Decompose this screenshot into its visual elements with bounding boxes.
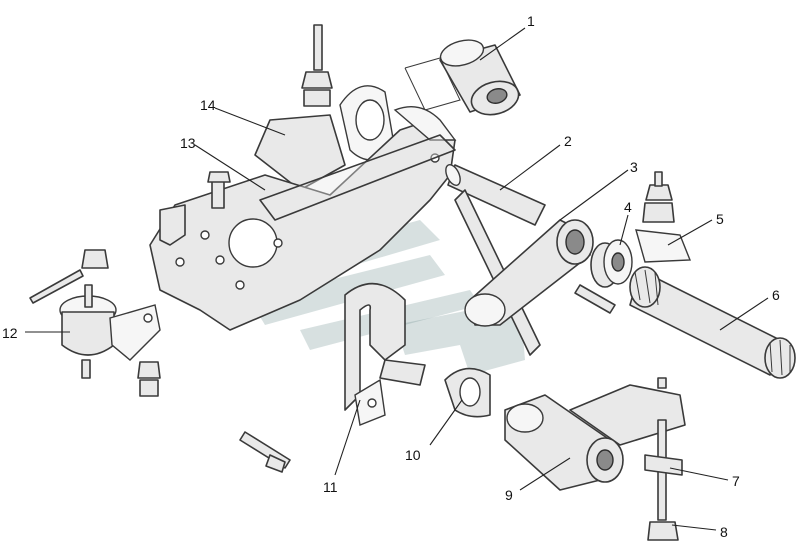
callout-13: 13 [180,135,196,151]
callout-5: 5 [716,211,724,227]
leader-lines [25,27,769,531]
callout-3: 3 [630,159,638,175]
leader-11 [334,399,361,476]
callout-12: 12 [2,325,18,341]
part-12-rubber-mount [29,249,161,397]
part-13-mounting-plate [149,106,457,331]
leader-6 [719,297,769,331]
leader-14 [214,107,286,136]
part-1-bushing [404,39,521,116]
leader-1 [479,27,526,61]
leader-13 [194,144,266,191]
part-4-splined-collar [590,239,633,288]
callout-14: 14 [200,97,216,113]
leader-2 [499,144,561,191]
leader-5 [667,219,713,246]
part-6-splined-shaft [629,266,796,379]
leader-10 [429,399,463,446]
part-5-nut [635,171,692,263]
part-9-lever-housing [504,384,686,491]
part-3-lever [464,219,594,327]
part-10-split-bushing [444,367,491,418]
callout-9: 9 [505,487,513,503]
callout-4: 4 [624,199,632,215]
callout-11: 11 [323,479,338,495]
callout-labels: 1 2 3 4 5 6 7 8 9 10 11 12 13 14 [2,13,780,540]
callout-1: 1 [527,13,535,29]
callout-6: 6 [772,287,780,303]
leader-8 [671,524,717,531]
callout-10: 10 [405,447,421,463]
part-7-8-pinch-bolt [644,377,683,541]
leader-4 [619,214,629,246]
leader-7 [669,467,729,481]
part-11-u-bracket [344,282,426,426]
bracket-bolt [239,431,291,473]
leader-3 [559,169,629,221]
callout-7: 7 [732,473,740,489]
callout-2: 2 [564,133,572,149]
part-14-clamp-bracket [254,85,396,191]
lever-bolt [574,284,616,314]
leader-9 [519,457,571,491]
callout-8: 8 [720,524,728,540]
top-bolt [301,24,333,107]
